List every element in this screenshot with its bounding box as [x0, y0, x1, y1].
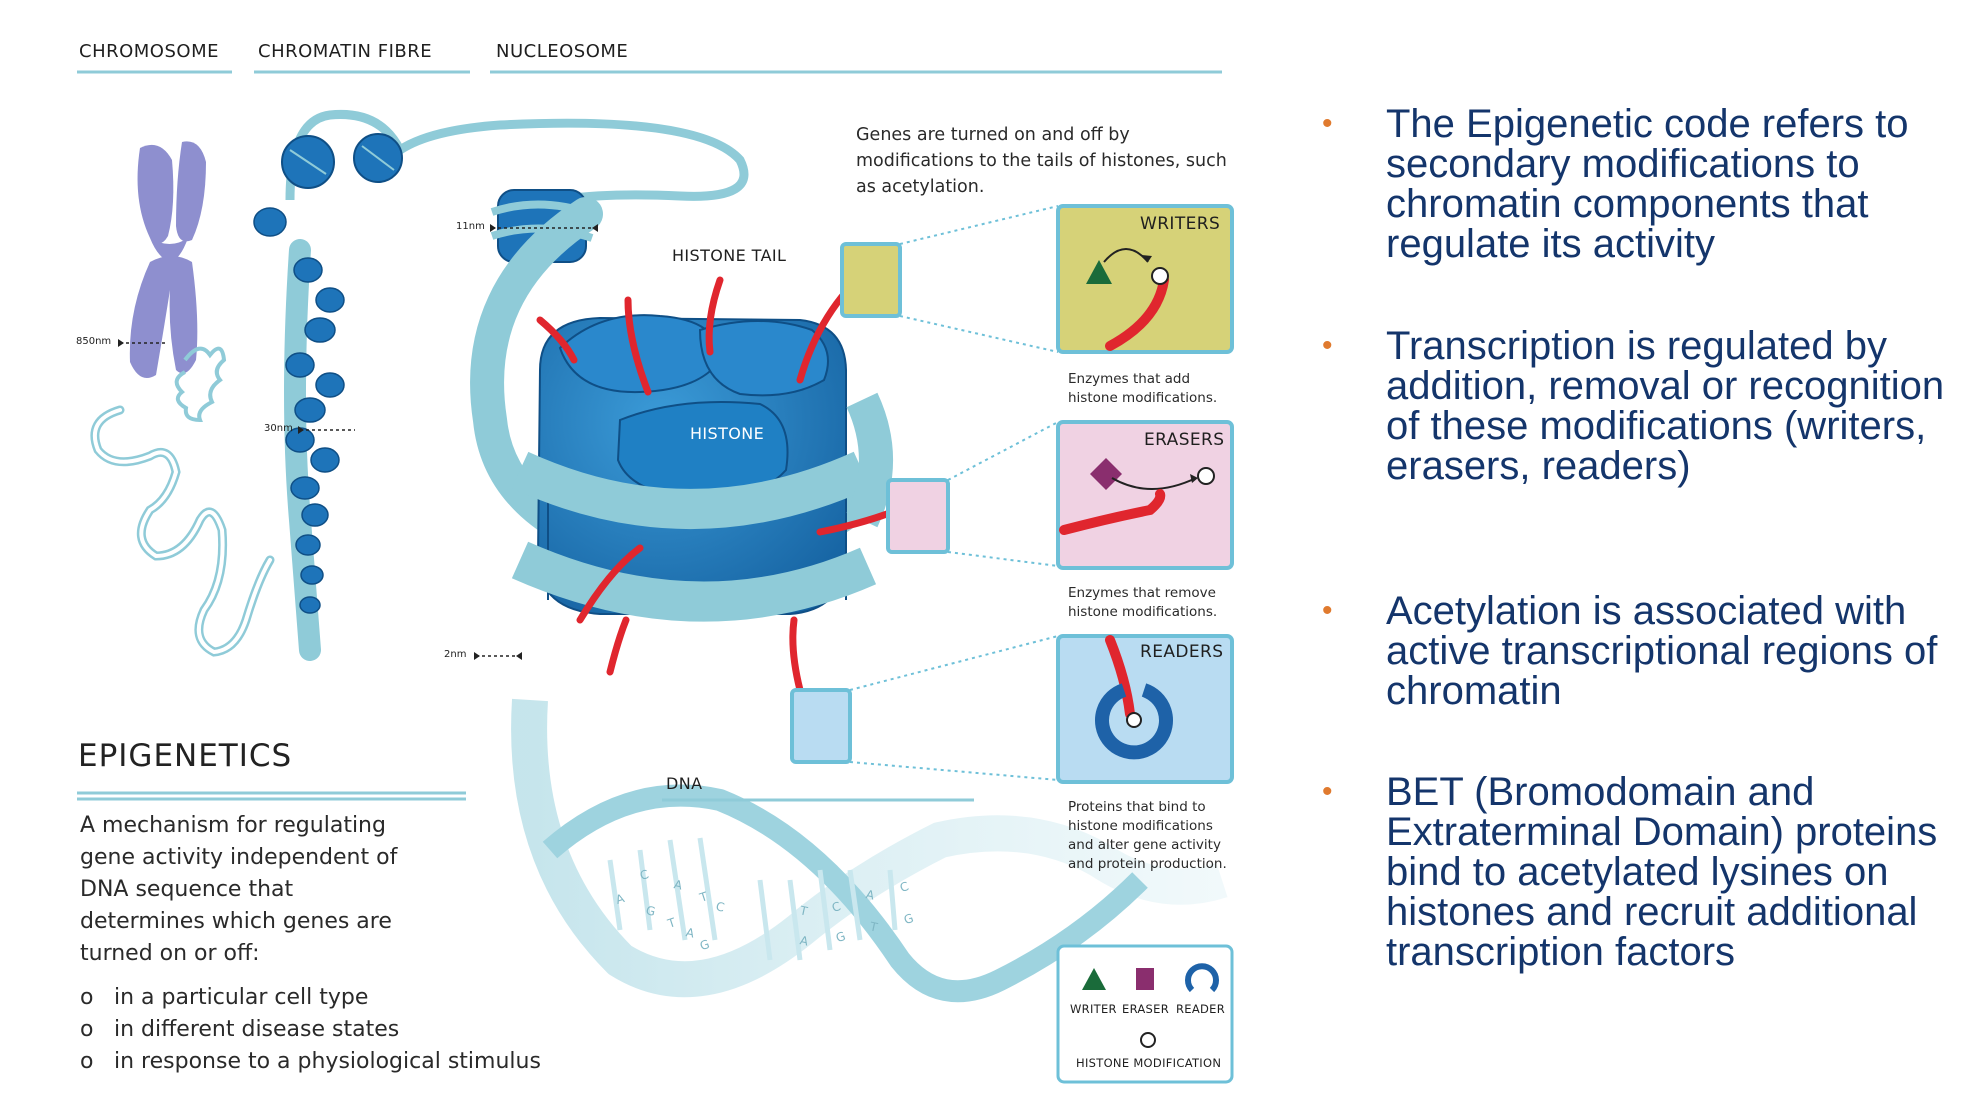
reader-horseshoe-icon	[1095, 683, 1173, 760]
modification-circle-icon	[1151, 267, 1169, 285]
legend-histone-modification-label: HISTONE MODIFICATION	[1076, 1056, 1222, 1070]
diagram-intro-text: Genes are turned on and off by modificat…	[856, 125, 1227, 197]
connector-erasers	[886, 421, 1059, 567]
list-marker: o	[80, 1049, 94, 1074]
list-marker: o	[80, 985, 94, 1010]
legend-box	[1056, 944, 1234, 1084]
label-dna: DNA	[666, 774, 703, 793]
legend-eraser-label: ERASER	[1122, 1002, 1170, 1016]
bullet-item-bet-proteins: • BET (Bromodomain and Extraterminal Dom…	[1310, 772, 1961, 972]
scale-30nm: 30nm	[264, 423, 293, 434]
nucleosome-beads	[281, 133, 403, 189]
epigenetics-description: A mechanism for regulating gene activity…	[80, 813, 398, 966]
bullet-text: BET (Bromodomain and Extraterminal Domai…	[1386, 770, 1938, 974]
readers-caption: Proteins that bind to histone modificati…	[1068, 799, 1227, 872]
bullet-text: The Epigenetic code refers to secondary …	[1386, 102, 1909, 266]
eraser-diamond-icon	[1090, 458, 1122, 490]
bullet-text: Transcription is regulated by addition, …	[1386, 324, 1945, 488]
header-chromatin-fibre: CHROMATIN FIBRE	[258, 41, 433, 62]
bullet-marker: •	[1322, 594, 1333, 627]
erasers-title: ERASERS	[1144, 430, 1225, 450]
connector-readers	[790, 635, 1059, 781]
readers-title: READERS	[1140, 642, 1224, 662]
histone-tails	[536, 264, 924, 694]
epigenetics-list: o in a particular cell type o in different…	[80, 982, 541, 1078]
bullet-marker: •	[1322, 329, 1333, 362]
dna-wrap-front-2	[511, 541, 877, 622]
histone-core	[536, 314, 847, 615]
scale-markers	[120, 227, 596, 657]
list-item-text: in response to a physiological stimulus	[114, 1049, 541, 1074]
bullet-marker: •	[1322, 775, 1333, 808]
legend-reader-label: READER	[1176, 1002, 1226, 1016]
legend-writer-label: WRITER	[1070, 1002, 1117, 1016]
chromosome-shape	[129, 141, 206, 379]
writers-caption: Enzymes that add histone modifications.	[1068, 371, 1218, 406]
chromatin-fibre	[253, 207, 345, 661]
bullet-item-acetylation: • Acetylation is associated with active …	[1310, 591, 1961, 711]
scale-11nm: 11nm	[456, 221, 485, 232]
scale-2nm: 2nm	[444, 649, 467, 660]
dna-string	[285, 109, 749, 220]
legend-reader-icon	[1185, 963, 1219, 993]
bullet-item-transcription: • Transcription is regulated by addition…	[1310, 326, 1961, 486]
bullet-text: Acetylation is associated with active tr…	[1386, 589, 1938, 713]
dna-wrap-front-1	[511, 451, 871, 529]
label-histone: HISTONE	[690, 424, 765, 443]
legend-eraser-icon	[1136, 968, 1154, 990]
list-item: o in response to a physiological stimulus	[80, 1046, 541, 1078]
writer-triangle-icon	[1086, 260, 1112, 284]
header-chromosome: CHROMOSOME	[79, 41, 219, 62]
dna-helix	[511, 698, 1228, 1003]
readers-box	[1056, 634, 1234, 784]
bullet-marker: •	[1322, 107, 1333, 140]
legend-writer-icon	[1082, 968, 1106, 990]
legend-modification-icon	[1140, 1032, 1156, 1048]
list-item-text: in different disease states	[114, 1017, 400, 1042]
header-nucleosome: NUCLEOSOME	[496, 41, 629, 62]
list-marker: o	[80, 1017, 94, 1042]
scale-850nm: 850nm	[76, 336, 112, 347]
chromatin-loop	[90, 405, 275, 657]
chromosome-unwind	[174, 346, 227, 423]
erasers-box	[1056, 420, 1234, 570]
connector-writers	[840, 205, 1059, 353]
writers-box	[1056, 204, 1234, 354]
list-item: o in a particular cell type	[80, 982, 541, 1014]
bullet-item-epigenetic-code: • The Epigenetic code refers to secondar…	[1310, 104, 1961, 264]
erasers-caption: Enzymes that remove histone modification…	[1068, 585, 1218, 620]
list-item: o in different disease states	[80, 1014, 541, 1046]
epigenetics-title: EPIGENETICS	[78, 738, 293, 774]
writers-title: WRITERS	[1140, 214, 1221, 234]
list-item-text: in a particular cell type	[114, 985, 369, 1010]
label-histone-tail: HISTONE TAIL	[672, 246, 787, 265]
